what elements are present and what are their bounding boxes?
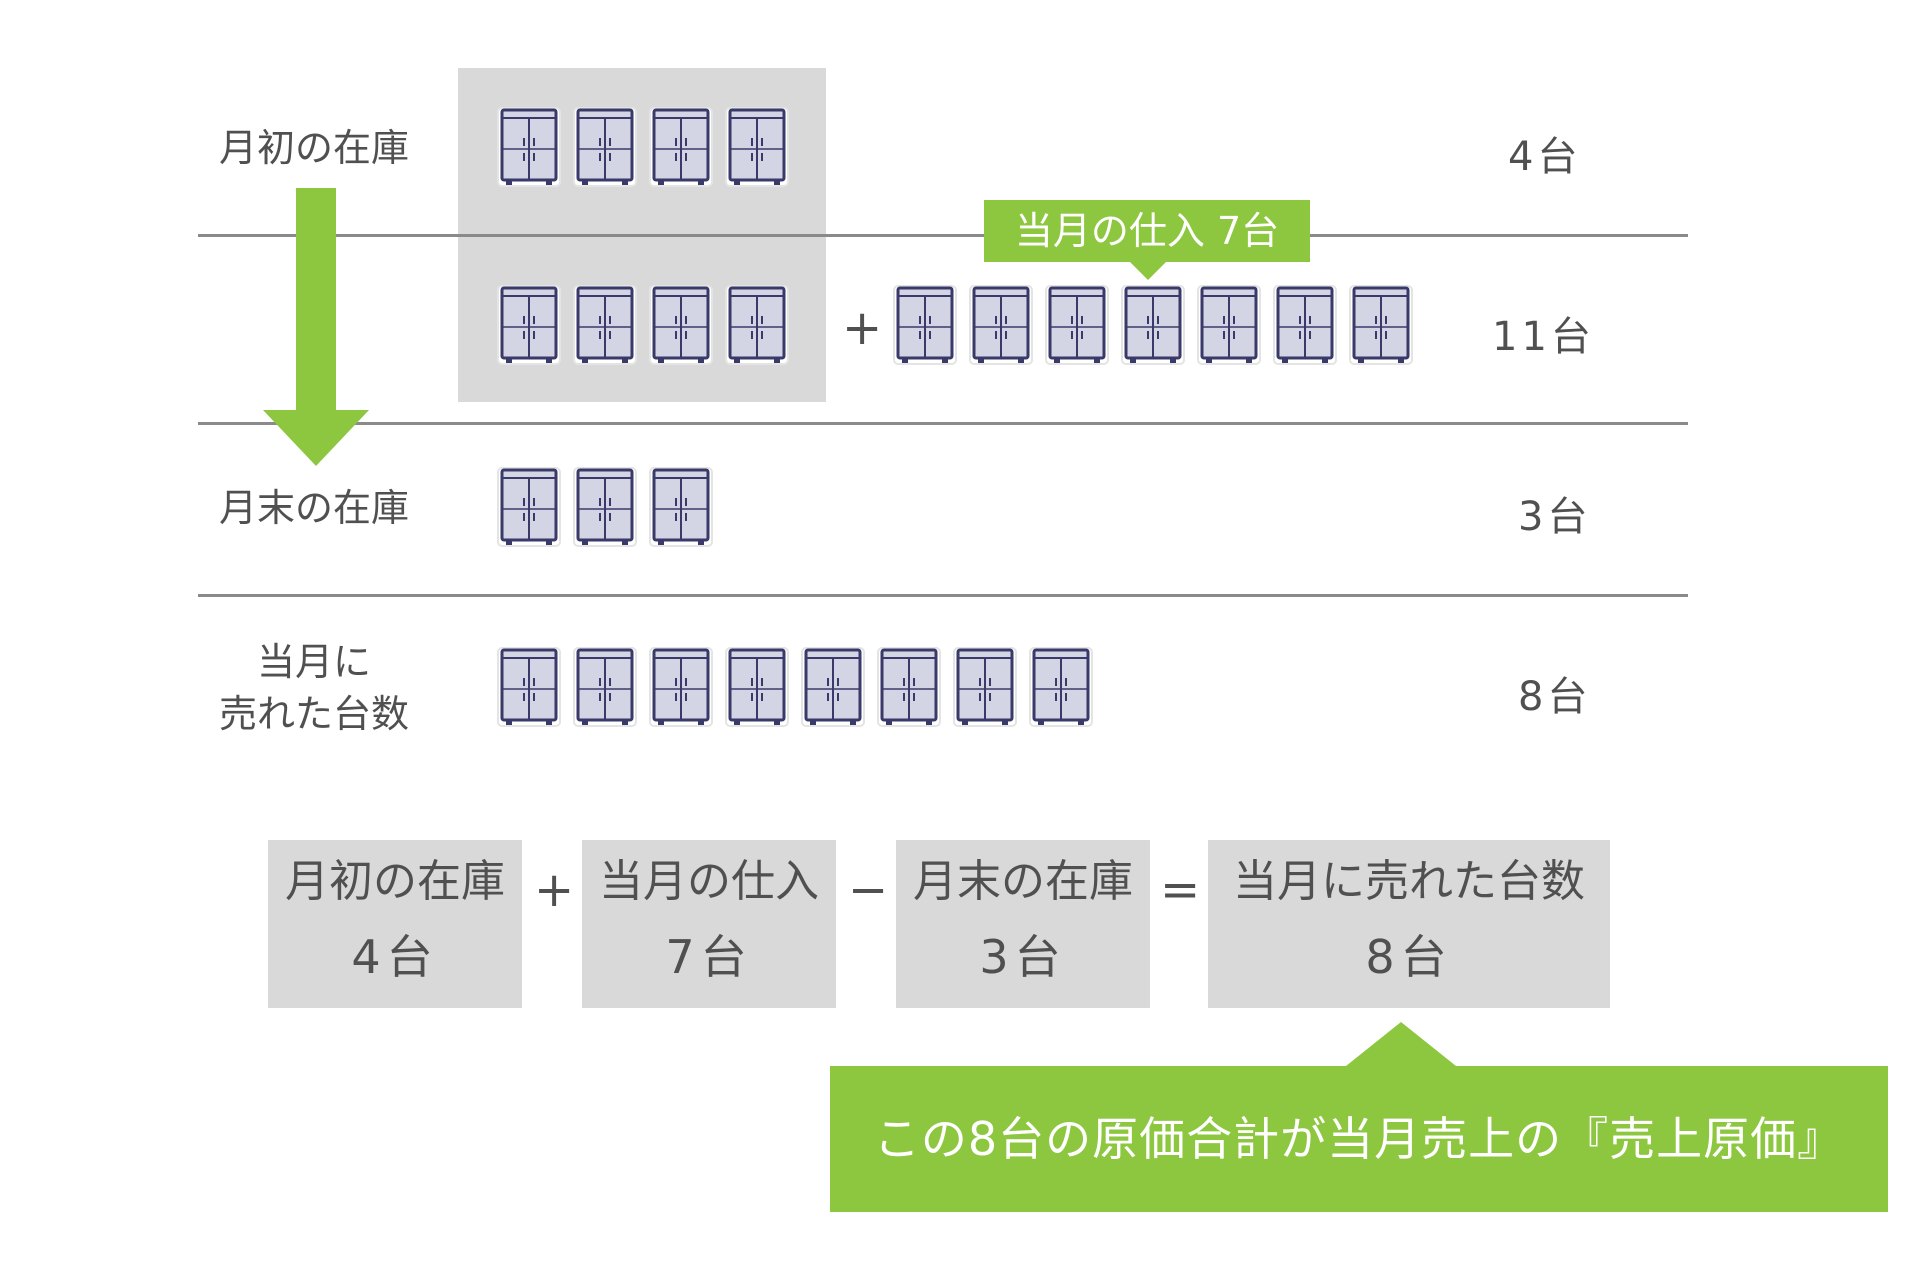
cabinet-icon	[572, 282, 638, 370]
cabinet-icon	[892, 282, 958, 370]
label-sold-line2: 売れた台数	[218, 692, 409, 736]
cabinet-icon	[1120, 282, 1186, 370]
note-pointer	[1346, 1022, 1456, 1066]
label-opening-inventory: 月初の在庫	[218, 126, 409, 170]
equation-term-name: 月初の在庫	[285, 856, 505, 907]
cabinet-icon	[968, 282, 1034, 370]
cabinet-icon	[496, 282, 562, 370]
cabinet-icon	[648, 282, 714, 370]
cabinet-icon	[1196, 282, 1262, 370]
equation-term-ending: 月末の在庫 3台	[896, 840, 1150, 1008]
equation-term-purchase: 当月の仕入 7台	[582, 840, 836, 1008]
row-divider	[198, 422, 1688, 425]
equation-term-name: 当月に売れた台数	[1233, 856, 1585, 907]
label-sold-line1: 当月に	[256, 640, 371, 684]
equation-term-name: 当月の仕入	[599, 856, 819, 907]
cabinet-icon	[1272, 282, 1338, 370]
cabinet-icon	[1348, 282, 1414, 370]
label-ending-inventory: 月末の在庫	[218, 486, 409, 530]
cost-of-sales-note: この8台の原価合計が当月売上の『売上原価』	[830, 1066, 1888, 1212]
cabinet-icon	[724, 104, 790, 192]
label-sold-units: 当月に 売れた台数	[184, 636, 444, 740]
count-ending: 3台	[1518, 494, 1592, 540]
plus-sign: +	[842, 300, 883, 356]
purchase-callout-pointer	[1130, 262, 1166, 280]
count-available: 11台	[1492, 314, 1595, 360]
cabinet-icon	[952, 644, 1018, 732]
equation-term-name: 月末の在庫	[913, 856, 1133, 907]
row-divider	[198, 594, 1688, 597]
equation-minus: −	[848, 862, 889, 918]
cabinet-icon	[496, 464, 562, 552]
equation-term-value: 4台	[351, 930, 439, 984]
cabinet-icon	[572, 644, 638, 732]
flow-arrow-head	[263, 410, 369, 466]
equation-term-value: 3台	[979, 930, 1067, 984]
equation-plus: +	[534, 862, 575, 918]
cabinet-icon	[496, 644, 562, 732]
cabinet-icon	[648, 104, 714, 192]
cabinet-icon	[724, 282, 790, 370]
count-opening: 4台	[1508, 134, 1582, 180]
cabinet-icon	[648, 464, 714, 552]
equation-equals: =	[1160, 862, 1201, 918]
cabinet-icon	[724, 644, 790, 732]
flow-arrow-shaft	[296, 188, 336, 413]
cabinet-icon	[876, 644, 942, 732]
cabinet-icon	[648, 644, 714, 732]
equation-term-sold: 当月に売れた台数 8台	[1208, 840, 1610, 1008]
equation-term-opening: 月初の在庫 4台	[268, 840, 522, 1008]
cabinet-icon	[572, 464, 638, 552]
cabinet-icon	[1044, 282, 1110, 370]
count-sold: 8台	[1518, 674, 1592, 720]
cabinet-icon	[572, 104, 638, 192]
equation-term-value: 8台	[1365, 930, 1453, 984]
row-divider	[198, 234, 1688, 237]
cabinet-icon	[1028, 644, 1094, 732]
purchase-callout: 当月の仕入 7台	[984, 200, 1310, 262]
cabinet-icon	[800, 644, 866, 732]
cabinet-icon	[496, 104, 562, 192]
equation-term-value: 7台	[665, 930, 753, 984]
